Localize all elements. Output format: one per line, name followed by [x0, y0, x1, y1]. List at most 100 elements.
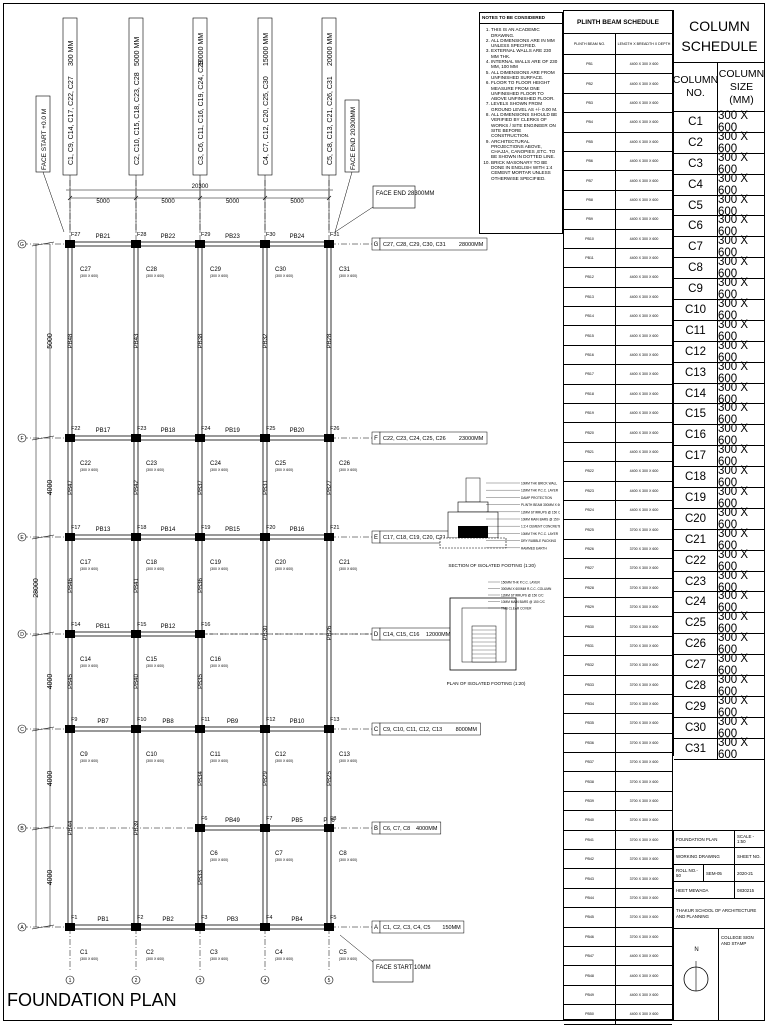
pbs-beam-size: 3700 X 300 X 600	[629, 527, 659, 532]
footing-label: F6	[201, 816, 207, 822]
column-label: C22	[80, 461, 92, 467]
cs-column-no: C5	[674, 195, 718, 216]
vertical-span-dimension: 4000	[47, 870, 54, 886]
cs-column-no: C25	[674, 613, 718, 634]
footing-label: F2	[137, 915, 143, 921]
vertical-span-dimension: 4000	[47, 771, 54, 787]
column-mark	[324, 725, 334, 733]
pbs-beam-size: 4400 X 300 X 600	[629, 430, 659, 435]
column-size-note: (300 X 600)	[339, 468, 357, 472]
pbs-beam-no: PB49	[564, 985, 616, 1005]
notes-list: THIS IS AN ACADEMIC DRAWING.ALL DIMENSIO…	[482, 27, 560, 181]
dimension-tick	[197, 195, 203, 201]
column-size-note: (300 X 600)	[210, 274, 228, 278]
column-label: C27	[80, 267, 92, 273]
cs-column-no: C15	[674, 404, 718, 425]
cs-column-size: 300 X 600	[718, 172, 749, 197]
plinth-beam-label: PB22	[161, 234, 176, 240]
pbs-beam-no: PB25	[564, 520, 616, 539]
column-mark	[131, 725, 141, 733]
plinth-beam-label: PB30	[263, 625, 269, 640]
pbs-beam-size: 3700 X 300 X 600	[629, 760, 659, 765]
plinth-beam-schedule-title: PLINTH BEAM SCHEDULE	[564, 11, 672, 34]
column-label: C23	[146, 461, 158, 467]
plinth-beam-label: PB25	[327, 771, 333, 786]
plinth-beam-label: PB40	[134, 674, 140, 689]
dimension-tick	[326, 195, 332, 201]
plinth-beam-label: PB34	[198, 771, 204, 786]
plinth-beam-schedule-header: PLINTH BEAM NO. LENGTH X BREADTH X DEPTH	[564, 34, 672, 55]
pbs-beam-no: PB26	[564, 539, 616, 559]
footing-plan-column	[471, 625, 497, 663]
cs-column-no: C29	[674, 696, 718, 717]
pbs-beam-no: PB48	[564, 966, 616, 985]
plinth-beam-label: PB1	[97, 917, 109, 923]
cs-column-no: C10	[674, 300, 718, 320]
column-group-dim: 5000 MM	[134, 37, 141, 66]
row-tag-box	[379, 821, 442, 835]
column-mark	[65, 240, 75, 248]
row-tag-box	[379, 237, 488, 251]
pbs-beam-size: 4400 X 300 X 600	[629, 159, 659, 164]
column-mark	[324, 533, 334, 541]
section-plinth-beam	[457, 501, 489, 513]
row-tag-columns: C1, C2, C3, C4, C5	[383, 925, 430, 931]
leader-line	[334, 171, 353, 233]
section-caption: SECTION OF ISOLATED FOOTING (1:20)	[448, 563, 536, 568]
cs-column-size: 300 X 600	[718, 715, 749, 740]
row-tag-columns: C6, C7, C8	[383, 826, 410, 832]
pbs-beam-size: 3700 X 300 X 600	[629, 585, 659, 590]
cs-column-size: 300 X 600	[718, 256, 749, 281]
column-label: C9	[80, 752, 88, 758]
pbs-beam-no: PB21	[564, 442, 616, 462]
column-label: C12	[275, 752, 287, 758]
cs-column-size: 300 X 600	[718, 694, 749, 719]
plinth-beam-label: PB15	[225, 527, 240, 533]
face-start-text: FACE START +0.0 M	[41, 109, 48, 170]
plinth-beam-label: PB19	[225, 428, 240, 434]
pbs-beam-no: PB7	[564, 171, 616, 190]
pbs-beam-size: 3700 X 300 X 600	[629, 837, 659, 842]
dimension-tick	[31, 534, 55, 540]
note-item: FLOOR TO FLOOR HEIGHT MEASURE FROM ONE U…	[491, 80, 560, 101]
column-label: C13	[339, 752, 351, 758]
footing-label: F22	[71, 426, 80, 432]
pbs-beam-no: PB10	[564, 229, 616, 248]
grid-bubble-f	[17, 433, 27, 443]
pbs-beam-size: 4400 X 300 X 600	[629, 353, 659, 358]
plinth-beam-label: PB38	[198, 333, 204, 348]
column-schedule-title-line1: COLUMN	[689, 18, 750, 34]
row-tag-letter: E	[374, 535, 378, 541]
plinth-beam-label: PB12	[161, 624, 176, 630]
cs-column-no: C24	[674, 592, 718, 613]
column-size-note: (300 X 600)	[339, 274, 357, 278]
footing-label: F29	[201, 232, 210, 238]
column-size-note: (300 X 600)	[210, 567, 228, 571]
cs-column-no: C20	[674, 508, 718, 529]
plinth-beam-label: PB44	[68, 820, 74, 835]
plinth-beam-label: PB9	[227, 719, 239, 725]
pbs-beam-size: 4400 X 300 X 600	[629, 992, 659, 997]
column-size-note: (300 X 600)	[146, 274, 164, 278]
note-item: LEVELS SHOWN FROM GROUND LEVEL AS +/- 0.…	[491, 101, 560, 112]
plinth-beam-label: PB33	[198, 870, 204, 885]
span-dimension: 5000	[96, 199, 110, 205]
leader-line	[42, 171, 65, 233]
pbs-beam-no: PB13	[564, 287, 616, 307]
